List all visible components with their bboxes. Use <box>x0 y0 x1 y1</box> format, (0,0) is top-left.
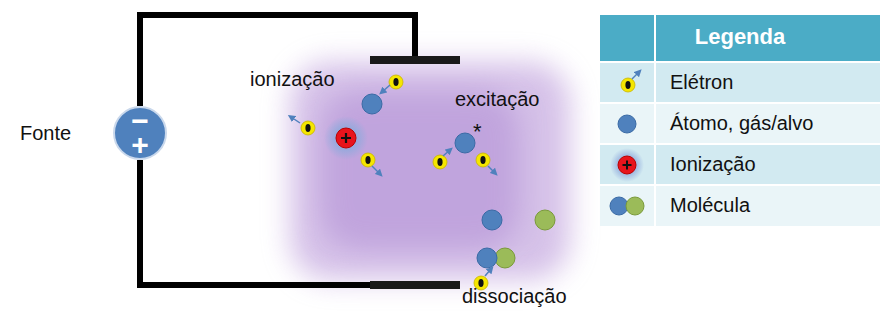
process-label: dissociação <box>462 285 567 308</box>
process-label: ionização <box>250 68 335 91</box>
source-label: Fonte <box>20 122 71 145</box>
plasma-core <box>320 90 520 250</box>
particles <box>291 75 555 290</box>
legend-text: Molécula <box>670 194 750 217</box>
polarity-sign: − <box>131 109 149 133</box>
plasma-glow <box>290 62 570 280</box>
circuit-wire <box>140 15 415 285</box>
legend-text: Elétron <box>670 71 733 94</box>
polarity-sign: + <box>131 133 149 157</box>
legend-text: Átomo, gás/alvo <box>670 112 813 135</box>
legend-text: Ionização <box>670 153 756 176</box>
legend-title: Legenda <box>695 24 785 49</box>
legend-table <box>600 15 880 226</box>
bottom-electrode <box>370 281 460 289</box>
top-electrode <box>370 56 460 64</box>
excited-mark: * <box>473 119 482 144</box>
process-label: excitação <box>455 88 540 111</box>
power-source: −+ <box>113 106 167 160</box>
